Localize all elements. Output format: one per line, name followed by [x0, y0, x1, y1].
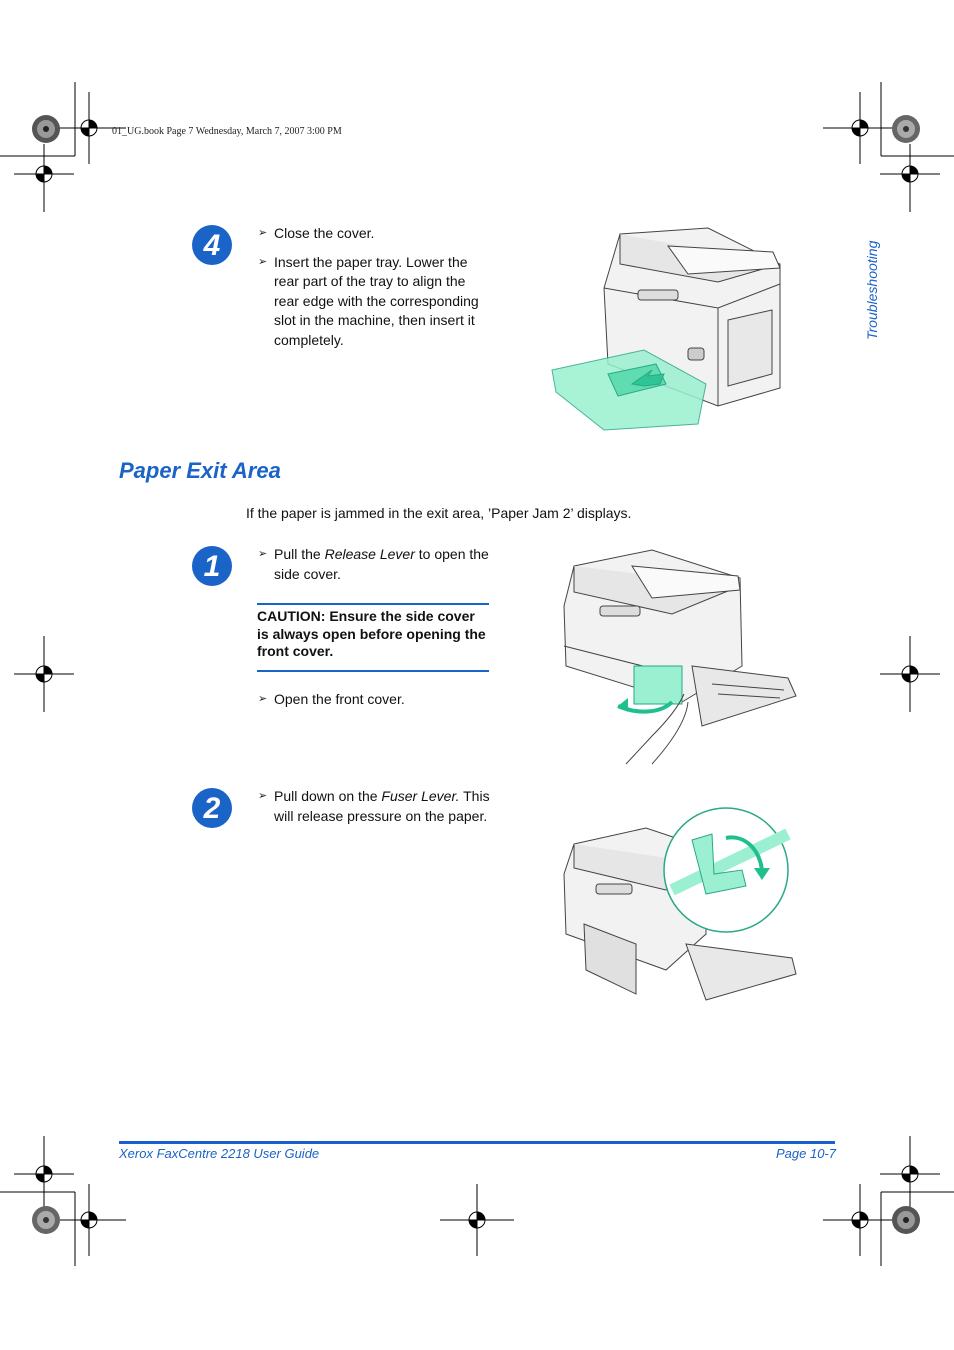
step-1-number: 1 [204, 550, 221, 583]
section-title: Paper Exit Area [119, 458, 281, 483]
footer-guide-title: Xerox FaxCentre 2218 User Guide [119, 1146, 320, 1161]
fuser-lever-term: Fuser Lever. [381, 788, 460, 804]
step-4-instructions: Close the cover. Insert the paper tray. … [258, 224, 493, 359]
step-1-instructions-2: Open the front cover. [258, 690, 493, 719]
chapter-side-tab-label: Troubleshooting [864, 240, 880, 340]
step-4-bullet-2: Insert the paper tray. Lower the rear pa… [258, 253, 493, 351]
step-2-number: 2 [203, 792, 221, 825]
section-intro: If the paper is jammed in the exit area,… [246, 505, 632, 521]
illustration-insert-paper-tray [551, 227, 781, 431]
illustration-fuser-lever [563, 807, 797, 1001]
step-1-number-icon: 1 [192, 546, 232, 586]
step-4-number-icon: 4 [192, 225, 232, 265]
illustration-release-lever [563, 549, 797, 765]
step-2-bullet-1: Pull down on the Fuser Lever. This will … [258, 787, 493, 826]
release-lever-term: Release Lever [324, 546, 415, 562]
chapter-side-tab: Troubleshooting [848, 226, 880, 346]
step-1-bullet-2: Open the front cover. [258, 690, 493, 710]
step-1-bullet-1: Pull the Release Lever to open the side … [258, 545, 493, 584]
step-4-bullet-1: Close the cover. [258, 224, 493, 244]
caution-box: CAUTION: Ensure the side cover is always… [257, 603, 489, 672]
step-1-instructions: Pull the Release Lever to open the side … [258, 545, 493, 593]
step-2-number-icon: 2 [192, 788, 232, 828]
footer-rule [119, 1141, 835, 1144]
print-metadata: 01_UG.book Page 7 Wednesday, March 7, 20… [112, 126, 342, 137]
step-2-instructions: Pull down on the Fuser Lever. This will … [258, 787, 493, 835]
step-4-number: 4 [203, 229, 221, 262]
footer-page-number: Page 10-7 [776, 1146, 836, 1161]
